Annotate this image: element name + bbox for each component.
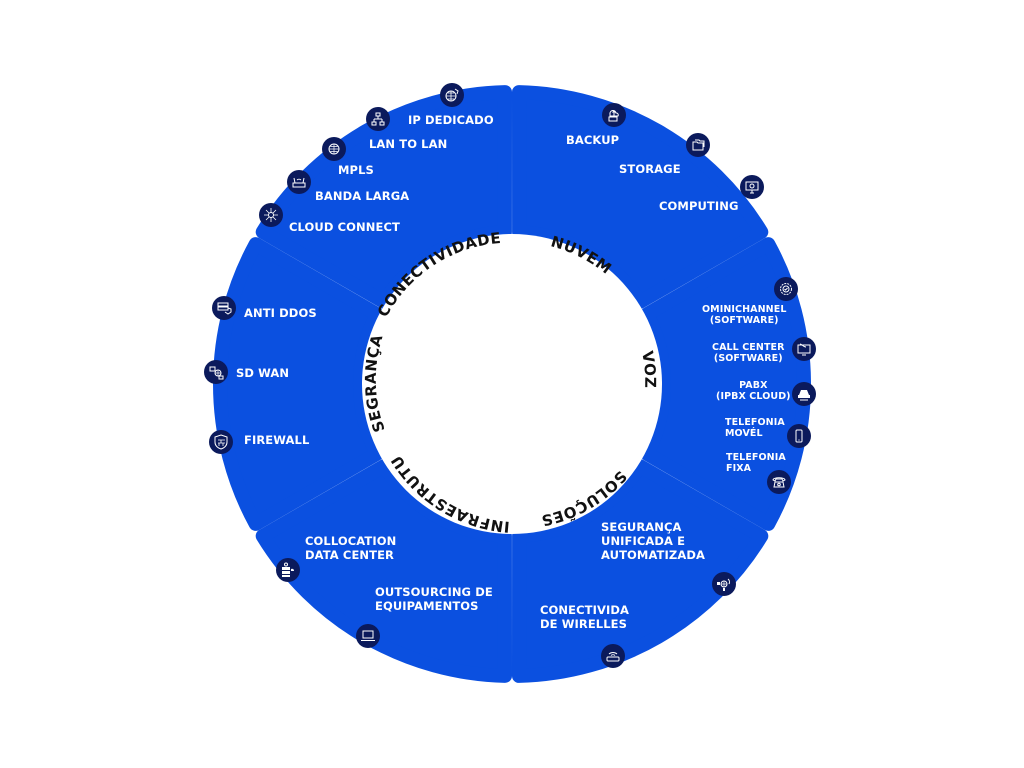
globe-hand-icon	[440, 83, 464, 107]
item-seguranca-unificada[interactable]: SEGURANÇA UNIFICADA E AUTOMATIZADA	[601, 520, 705, 562]
item-firewall[interactable]: FIREWALL	[244, 433, 310, 447]
item-ominichannel[interactable]: OMINICHANNEL (SOFTWARE)	[702, 304, 787, 326]
item-telefonia-movel[interactable]: TELEFONIA MOVÉL	[725, 417, 785, 439]
network-icon	[366, 107, 390, 131]
cloud-backup-icon	[602, 103, 626, 127]
monitor-gear-icon	[740, 175, 764, 199]
item-banda-larga[interactable]: BANDA LARGA	[315, 189, 410, 203]
segment-infraestrutura[interactable]	[255, 459, 513, 683]
item-pabx[interactable]: PABX (IPBX CLOUD)	[716, 380, 791, 402]
cloud-connect-icon	[259, 203, 283, 227]
wifi-router-icon	[601, 644, 625, 668]
segment-conectividade[interactable]	[255, 85, 513, 309]
globe-network-icon	[322, 137, 346, 161]
segment-voz[interactable]	[640, 237, 811, 531]
folder-icon	[686, 133, 710, 157]
item-ip-dedicado[interactable]: IP DEDICADO	[408, 113, 494, 127]
item-storage[interactable]: STORAGE	[619, 162, 681, 176]
item-lan-to-lan[interactable]: LAN TO LAN	[369, 137, 448, 151]
item-cloud-connect[interactable]: CLOUD CONNECT	[289, 220, 400, 234]
monitor-phone-icon	[792, 337, 816, 361]
datacenter-icon	[276, 558, 300, 582]
gear-check-icon	[774, 277, 798, 301]
segment-nuvem[interactable]	[511, 85, 769, 309]
item-outsourcing[interactable]: OUTSOURCING DE EQUIPAMENTOS	[375, 585, 493, 613]
server-shield-icon	[212, 296, 236, 320]
item-backup[interactable]: BACKUP	[566, 133, 620, 147]
smartphone-icon	[787, 424, 811, 448]
item-sd-wan[interactable]: SD WAN	[236, 366, 290, 380]
segment-solucoes[interactable]	[511, 459, 769, 683]
item-conectividade-wireless[interactable]: CONECTIVIDA DE WIRELLES	[540, 603, 629, 631]
item-call-center[interactable]: CALL CENTER (SOFTWARE)	[712, 342, 785, 364]
sdwan-icon	[204, 360, 228, 384]
router-icon	[287, 170, 311, 194]
telephone-icon	[767, 470, 791, 494]
item-collocation[interactable]: COLLOCATION DATA CENTER	[305, 534, 397, 562]
segment-title-voz: VOZ	[638, 350, 659, 389]
item-telefonia-fixa[interactable]: TELEFONIA FIXA	[726, 452, 786, 474]
center-circle	[362, 234, 662, 534]
item-anti-ddos[interactable]: ANTI DDOS	[244, 306, 317, 320]
pbx-icon	[792, 382, 816, 406]
laptop-icon	[356, 624, 380, 648]
unified-security-icon	[712, 572, 736, 596]
item-computing[interactable]: COMPUTING	[659, 199, 739, 213]
firewall-icon	[209, 430, 233, 454]
item-mpls[interactable]: MPLS	[338, 163, 374, 177]
